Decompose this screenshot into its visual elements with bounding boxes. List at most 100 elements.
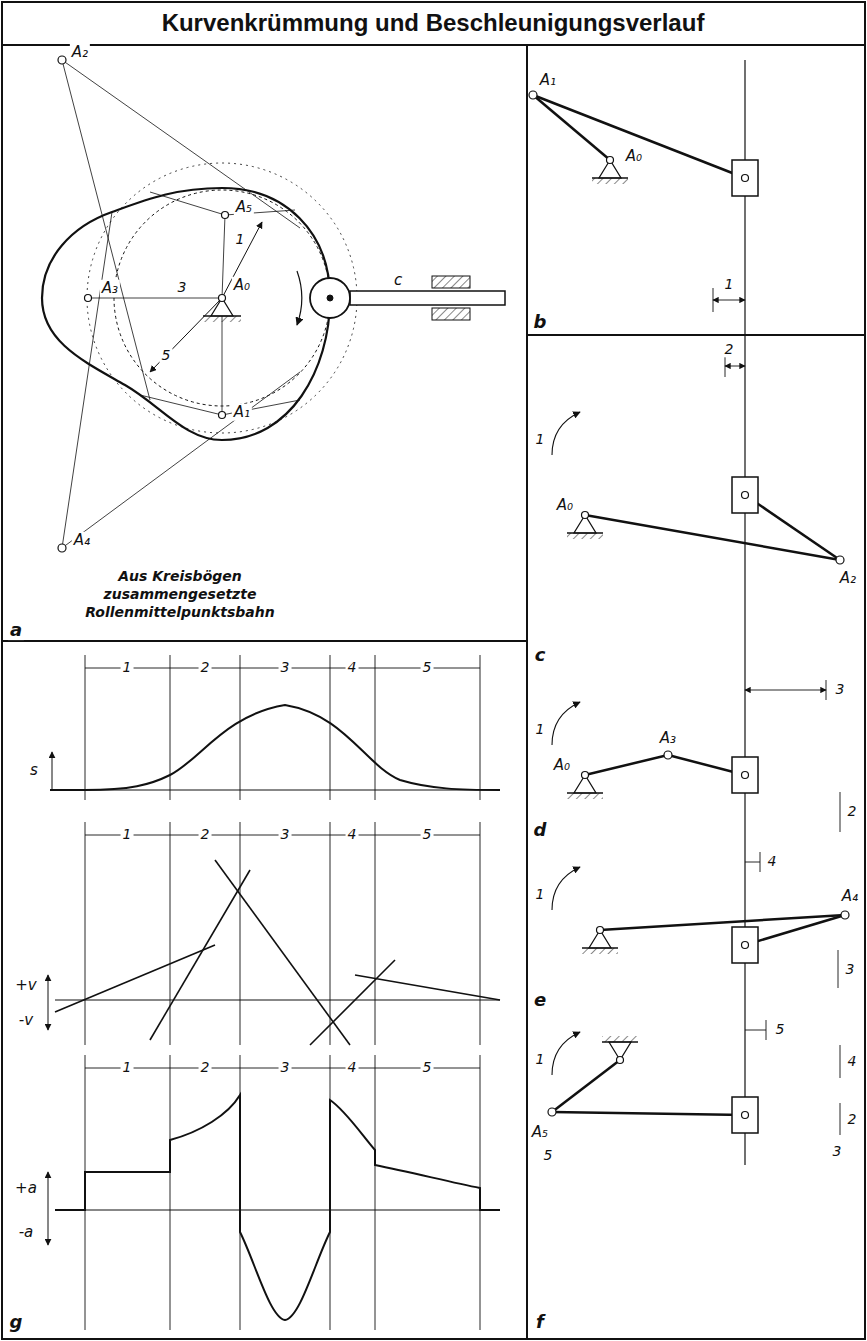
- dimension-number: 3: [844, 962, 857, 977]
- displacement-plot: [480, 655, 481, 800]
- section-number: 3: [279, 660, 292, 675]
- acceleration-plot: [85, 1055, 480, 1330]
- section-number: 2: [199, 827, 212, 842]
- slider-crank-figures: [552, 702, 580, 745]
- dimension-number: 4: [766, 854, 779, 869]
- slider-crank-figures: [529, 60, 849, 1165]
- slider-crank-figures: [732, 1097, 758, 1133]
- slider-crank-figures: [600, 915, 845, 930]
- cam-figure: [203, 316, 241, 322]
- slider-crank-figures: [732, 757, 758, 793]
- dimension-number: 5: [774, 1022, 787, 1037]
- panel-letter: f: [534, 1312, 546, 1332]
- section-number: 1: [121, 827, 134, 842]
- frame: [2, 640, 527, 642]
- cam-figure: [432, 308, 470, 320]
- frame: [526, 45, 528, 1339]
- slider-crank-figures: [745, 690, 826, 691]
- slider-crank-figures: [732, 477, 758, 513]
- slider-crank-figures: [617, 1057, 624, 1064]
- slider-crank-figures: [607, 157, 614, 164]
- cam-figure: [297, 271, 302, 325]
- slider-crank-figures: [582, 512, 589, 519]
- acceleration-plot: [375, 1055, 376, 1330]
- slider-crank-figures: [552, 412, 580, 455]
- slider-crank-figures: [582, 772, 589, 779]
- slider-crank-figures: [840, 1103, 841, 1135]
- point-label: A₀: [232, 277, 252, 294]
- slider-crank-figures: [597, 927, 604, 934]
- section-number: 1: [121, 660, 134, 675]
- velocity-plot: [48, 822, 500, 1045]
- cam-figure: [85, 295, 92, 302]
- point-label: A₅: [234, 199, 254, 216]
- slider-crank-figures: [585, 515, 840, 560]
- frame: [2, 44, 865, 46]
- point-label: A₅: [530, 1124, 550, 1141]
- velocity-plot: [215, 860, 350, 1045]
- panel-letter: a: [8, 620, 24, 640]
- velocity-plot: [375, 822, 376, 1045]
- dimension-number: 1: [723, 277, 736, 292]
- velocity-plot: [55, 945, 215, 1012]
- slider-crank-figures: [742, 942, 749, 949]
- slider-crank-figures: [841, 911, 849, 919]
- cam-figure: [432, 276, 470, 288]
- point-label: A₄: [72, 532, 92, 549]
- cam-figure: [222, 222, 262, 298]
- slider-crank-figures: [548, 1108, 556, 1116]
- point-label: A₁: [538, 72, 558, 89]
- slider-crank-figures: [745, 862, 760, 863]
- velocity-plot: [310, 960, 395, 1045]
- rotation-number: 1: [534, 722, 547, 737]
- slider-crank-figures: [840, 1045, 841, 1078]
- cam-figure: [58, 544, 66, 552]
- slider-crank-figures: [533, 95, 745, 178]
- cam-figure: [62, 212, 112, 548]
- acceleration-plot: [170, 1055, 171, 1330]
- acceleration-plot: [55, 1210, 500, 1211]
- callout-number: 3: [176, 280, 189, 295]
- section-number: 4: [346, 1060, 359, 1075]
- slider-crank-figures: [838, 950, 839, 988]
- dimension-number: 2: [846, 1112, 859, 1127]
- panel-letter: d: [532, 820, 549, 840]
- displacement-plot: [375, 655, 376, 800]
- slider-crank-figures: [664, 751, 672, 759]
- section-number: 4: [346, 827, 359, 842]
- point-label: A₂: [70, 44, 90, 61]
- slider-crank-figures: [732, 160, 758, 196]
- point-label: A₃: [100, 280, 120, 297]
- dimension-number: 3: [831, 1144, 844, 1159]
- cam-figure: [327, 295, 333, 301]
- axis-label: +v: [13, 977, 38, 994]
- velocity-plot: [240, 822, 241, 1045]
- frame: [527, 334, 865, 336]
- section-number: 5: [421, 827, 434, 842]
- velocity-plot: [85, 822, 480, 1045]
- section-number: 3: [279, 827, 292, 842]
- slider-crank-figures: [745, 915, 845, 945]
- displacement-plot: [50, 655, 500, 800]
- slider-crank-figures: [602, 1036, 638, 1042]
- page-title: Kurvenkrümmung und Beschleunigungsverlau…: [159, 9, 708, 37]
- section-number: 5: [421, 1060, 434, 1075]
- figure-caption: Aus Kreisbögen zusammengesetzte Rollenmi…: [50, 567, 310, 622]
- cam-figure: [150, 298, 222, 372]
- panel-letter: g: [8, 1312, 25, 1332]
- velocity-plot: [85, 822, 86, 1045]
- dimension-number: 4: [846, 1054, 859, 1069]
- cam-figure: [150, 192, 225, 215]
- displacement-plot: [240, 655, 241, 800]
- rotation-number: 1: [534, 1052, 547, 1067]
- dimension-number: 2: [846, 804, 859, 819]
- slider-crank-figures: [742, 492, 749, 499]
- slider-crank-figures: [552, 1060, 620, 1112]
- axis-label: s: [28, 762, 40, 779]
- slider-crank-figures: [745, 1030, 766, 1031]
- panel-letter: b: [532, 312, 549, 332]
- slider-crank-figures: [836, 556, 844, 564]
